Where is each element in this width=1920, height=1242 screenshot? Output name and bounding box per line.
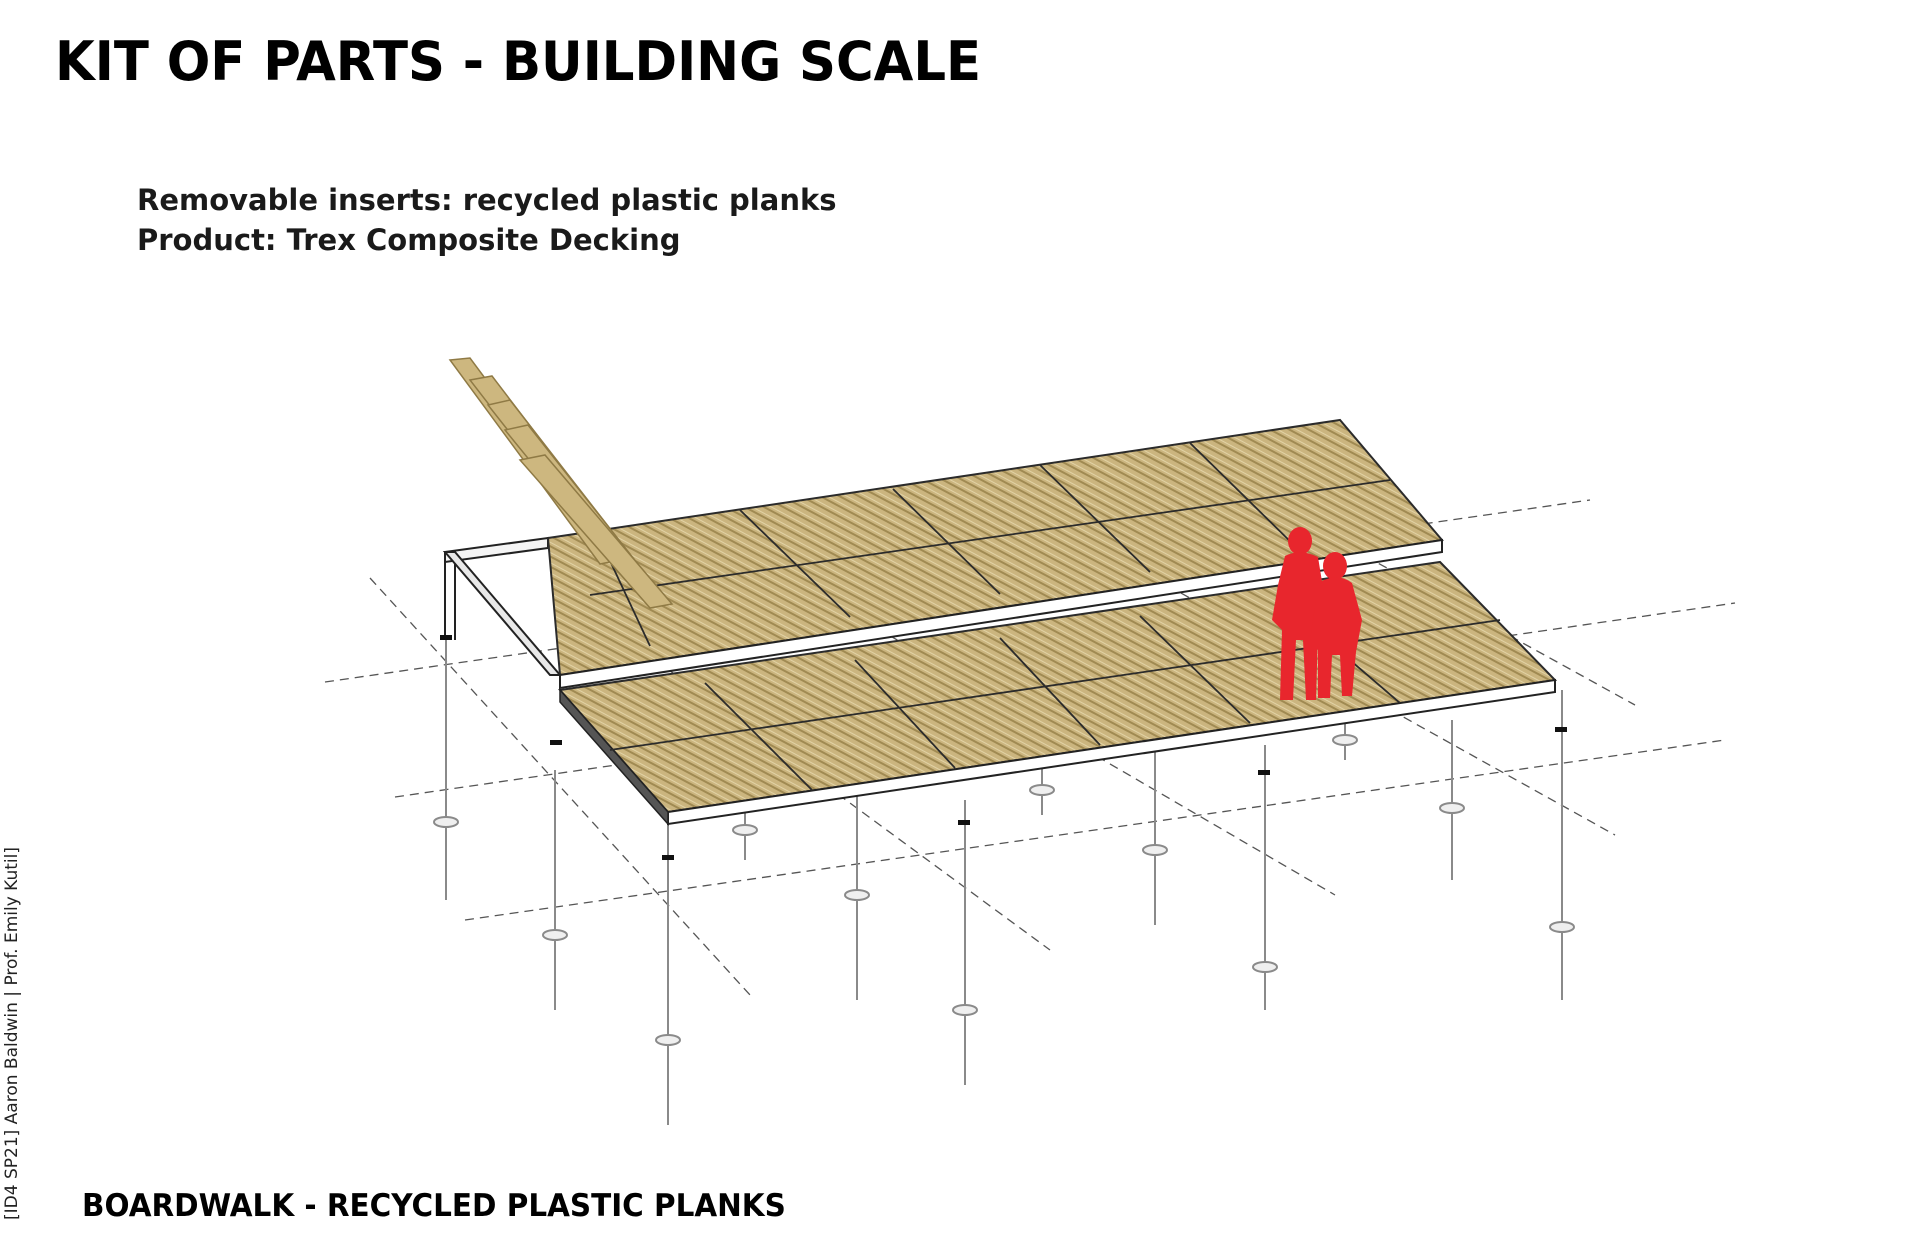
description-line-product: Product: Trex Composite Decking (137, 223, 681, 257)
description-line-inserts: Removable inserts: recycled plastic plan… (137, 183, 837, 217)
description: Removable inserts: recycled plastic plan… (137, 180, 837, 260)
plank-stack-icon (448, 357, 674, 609)
upper-frame (442, 536, 563, 676)
beam-brackets (440, 635, 1567, 860)
footer-caption: BOARDWALK - RECYCLED PLASTIC PLANKS (82, 1188, 786, 1224)
two-people-silhouette-icon (1272, 527, 1362, 700)
upper-deck-edge (559, 538, 1443, 690)
credit-line: [ID4 SP21] Aaron Baldwin | Prof. Emily K… (2, 847, 22, 1220)
page-title: KIT OF PARTS - BUILDING SCALE (55, 30, 982, 93)
lower-deck-side (559, 688, 669, 826)
